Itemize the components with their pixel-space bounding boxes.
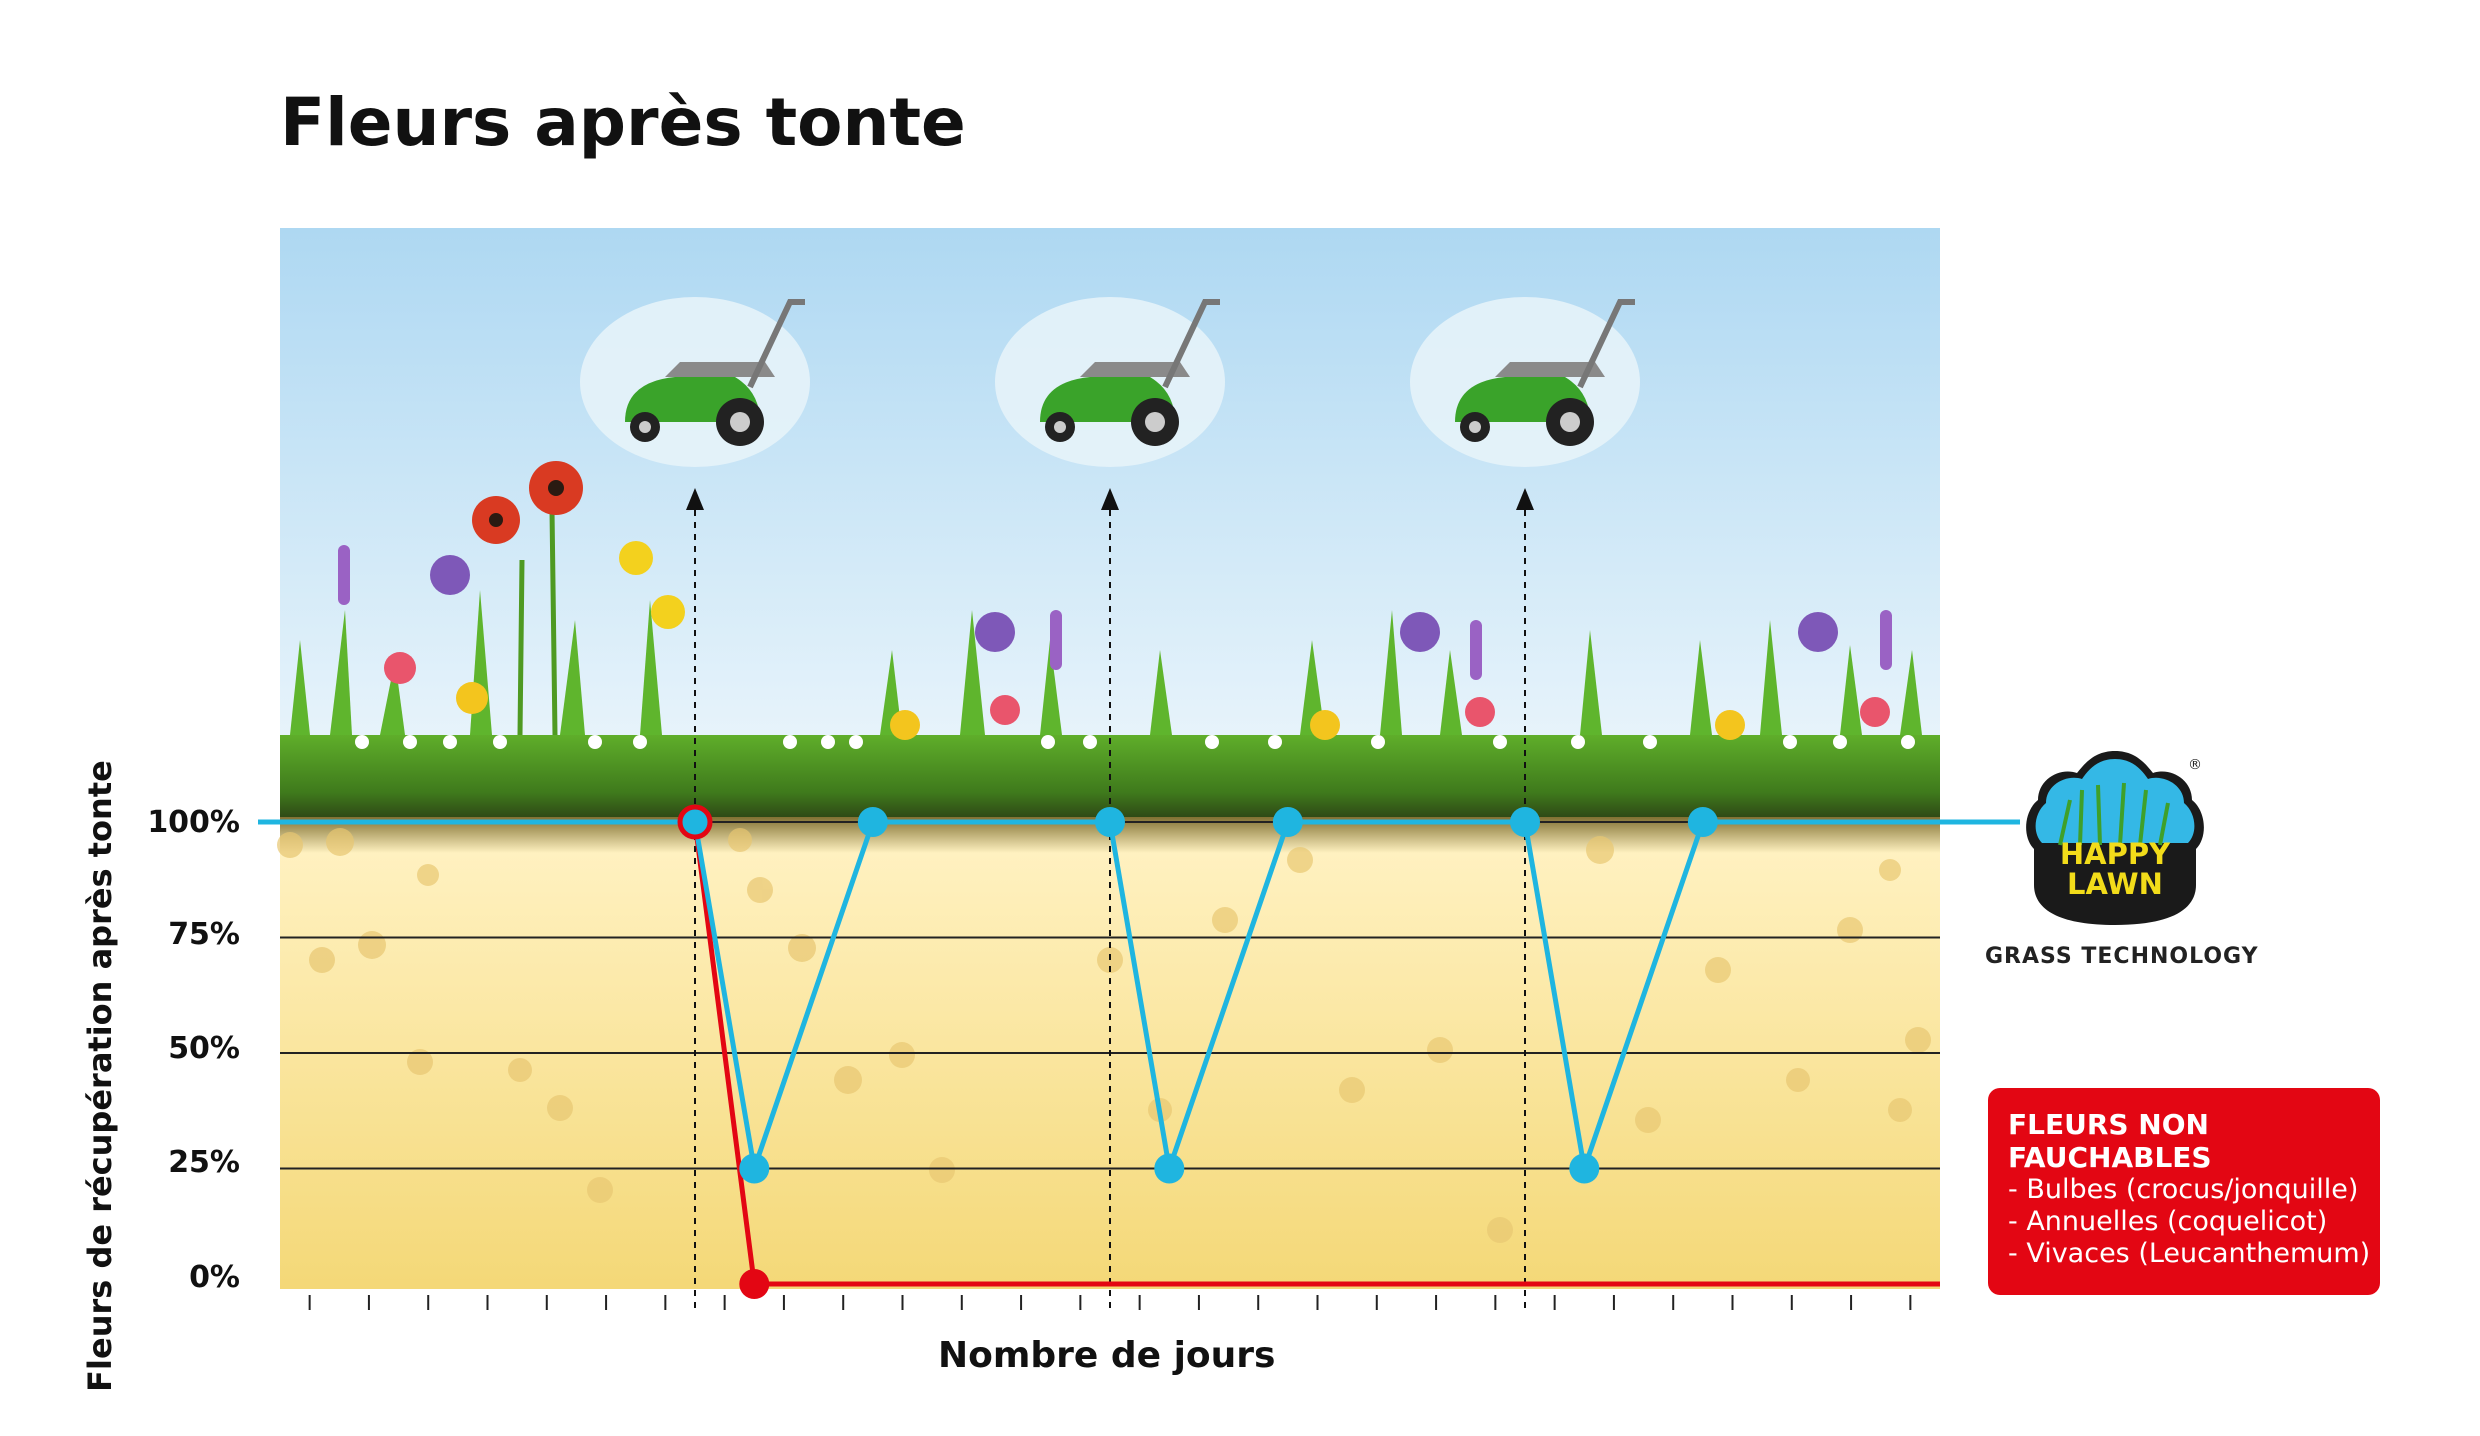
mower-hub bbox=[730, 412, 750, 432]
data-point bbox=[677, 804, 713, 840]
data-point bbox=[1272, 807, 1303, 837]
data-point bbox=[1569, 1153, 1600, 1184]
note-item: - Bulbes (crocus/jonquille) bbox=[2008, 1174, 2359, 1205]
logo-word-happy: HAPPY bbox=[2059, 837, 2171, 871]
mower-handle bbox=[747, 299, 805, 389]
mower-hub bbox=[639, 421, 651, 433]
mower-hub bbox=[1054, 421, 1066, 433]
mower-handle bbox=[1162, 299, 1220, 389]
note-title: FLEURS NON FAUCHABLES bbox=[2008, 1108, 2212, 1174]
note-item: - Vivaces (Leucanthemum) bbox=[2008, 1238, 2371, 1269]
data-point bbox=[1510, 807, 1540, 837]
data-point bbox=[857, 807, 888, 837]
data-point bbox=[1095, 807, 1125, 837]
arrow-up-icon bbox=[1516, 488, 1534, 510]
x-axis-label: Nombre de jours bbox=[938, 1335, 1276, 1376]
mower-handle bbox=[1577, 299, 1635, 389]
y-tick-label: 25% bbox=[168, 1145, 240, 1180]
mower-hub bbox=[1469, 421, 1481, 433]
mower-hub bbox=[1145, 412, 1165, 432]
logo-badge-icon bbox=[2026, 751, 2204, 925]
mower-engine bbox=[1080, 362, 1190, 377]
note-item: - Annuelles (coquelicot) bbox=[2008, 1206, 2328, 1237]
data-point bbox=[1154, 1153, 1185, 1184]
lawn-mower-icon bbox=[1410, 297, 1640, 467]
y-tick-label: 100% bbox=[147, 805, 240, 840]
data-point bbox=[1687, 807, 1718, 837]
lawn-mower-icon bbox=[995, 297, 1225, 467]
chart-title: Fleurs après tonte bbox=[280, 84, 966, 161]
note-box: FLEURS NON FAUCHABLES - Bulbes (crocus/j… bbox=[1988, 1088, 2380, 1295]
flower-meadow-illustration bbox=[290, 461, 1922, 749]
mower-engine bbox=[665, 362, 775, 377]
logo-word-lawn: LAWN bbox=[2067, 867, 2163, 901]
lawn-mower-icon bbox=[580, 297, 810, 467]
arrow-up-icon bbox=[686, 488, 704, 510]
trademark-symbol: ® bbox=[2188, 757, 2202, 773]
y-axis-label: Fleurs de récupération après tonte bbox=[81, 760, 119, 1392]
mower-engine bbox=[1495, 362, 1605, 377]
brand-caption: GRASS TECHNOLOGY bbox=[1985, 944, 2259, 969]
happy-lawn-logo: HAPPY LAWN bbox=[2020, 745, 2210, 930]
soil-pebbles bbox=[277, 828, 1931, 1243]
arrow-up-icon bbox=[1101, 488, 1119, 510]
y-tick-label: 0% bbox=[189, 1260, 240, 1295]
y-tick-label: 50% bbox=[168, 1031, 240, 1066]
data-point bbox=[739, 1153, 770, 1184]
mower-hub bbox=[1560, 412, 1580, 432]
data-point bbox=[739, 1269, 770, 1299]
y-tick-label: 75% bbox=[168, 917, 240, 952]
